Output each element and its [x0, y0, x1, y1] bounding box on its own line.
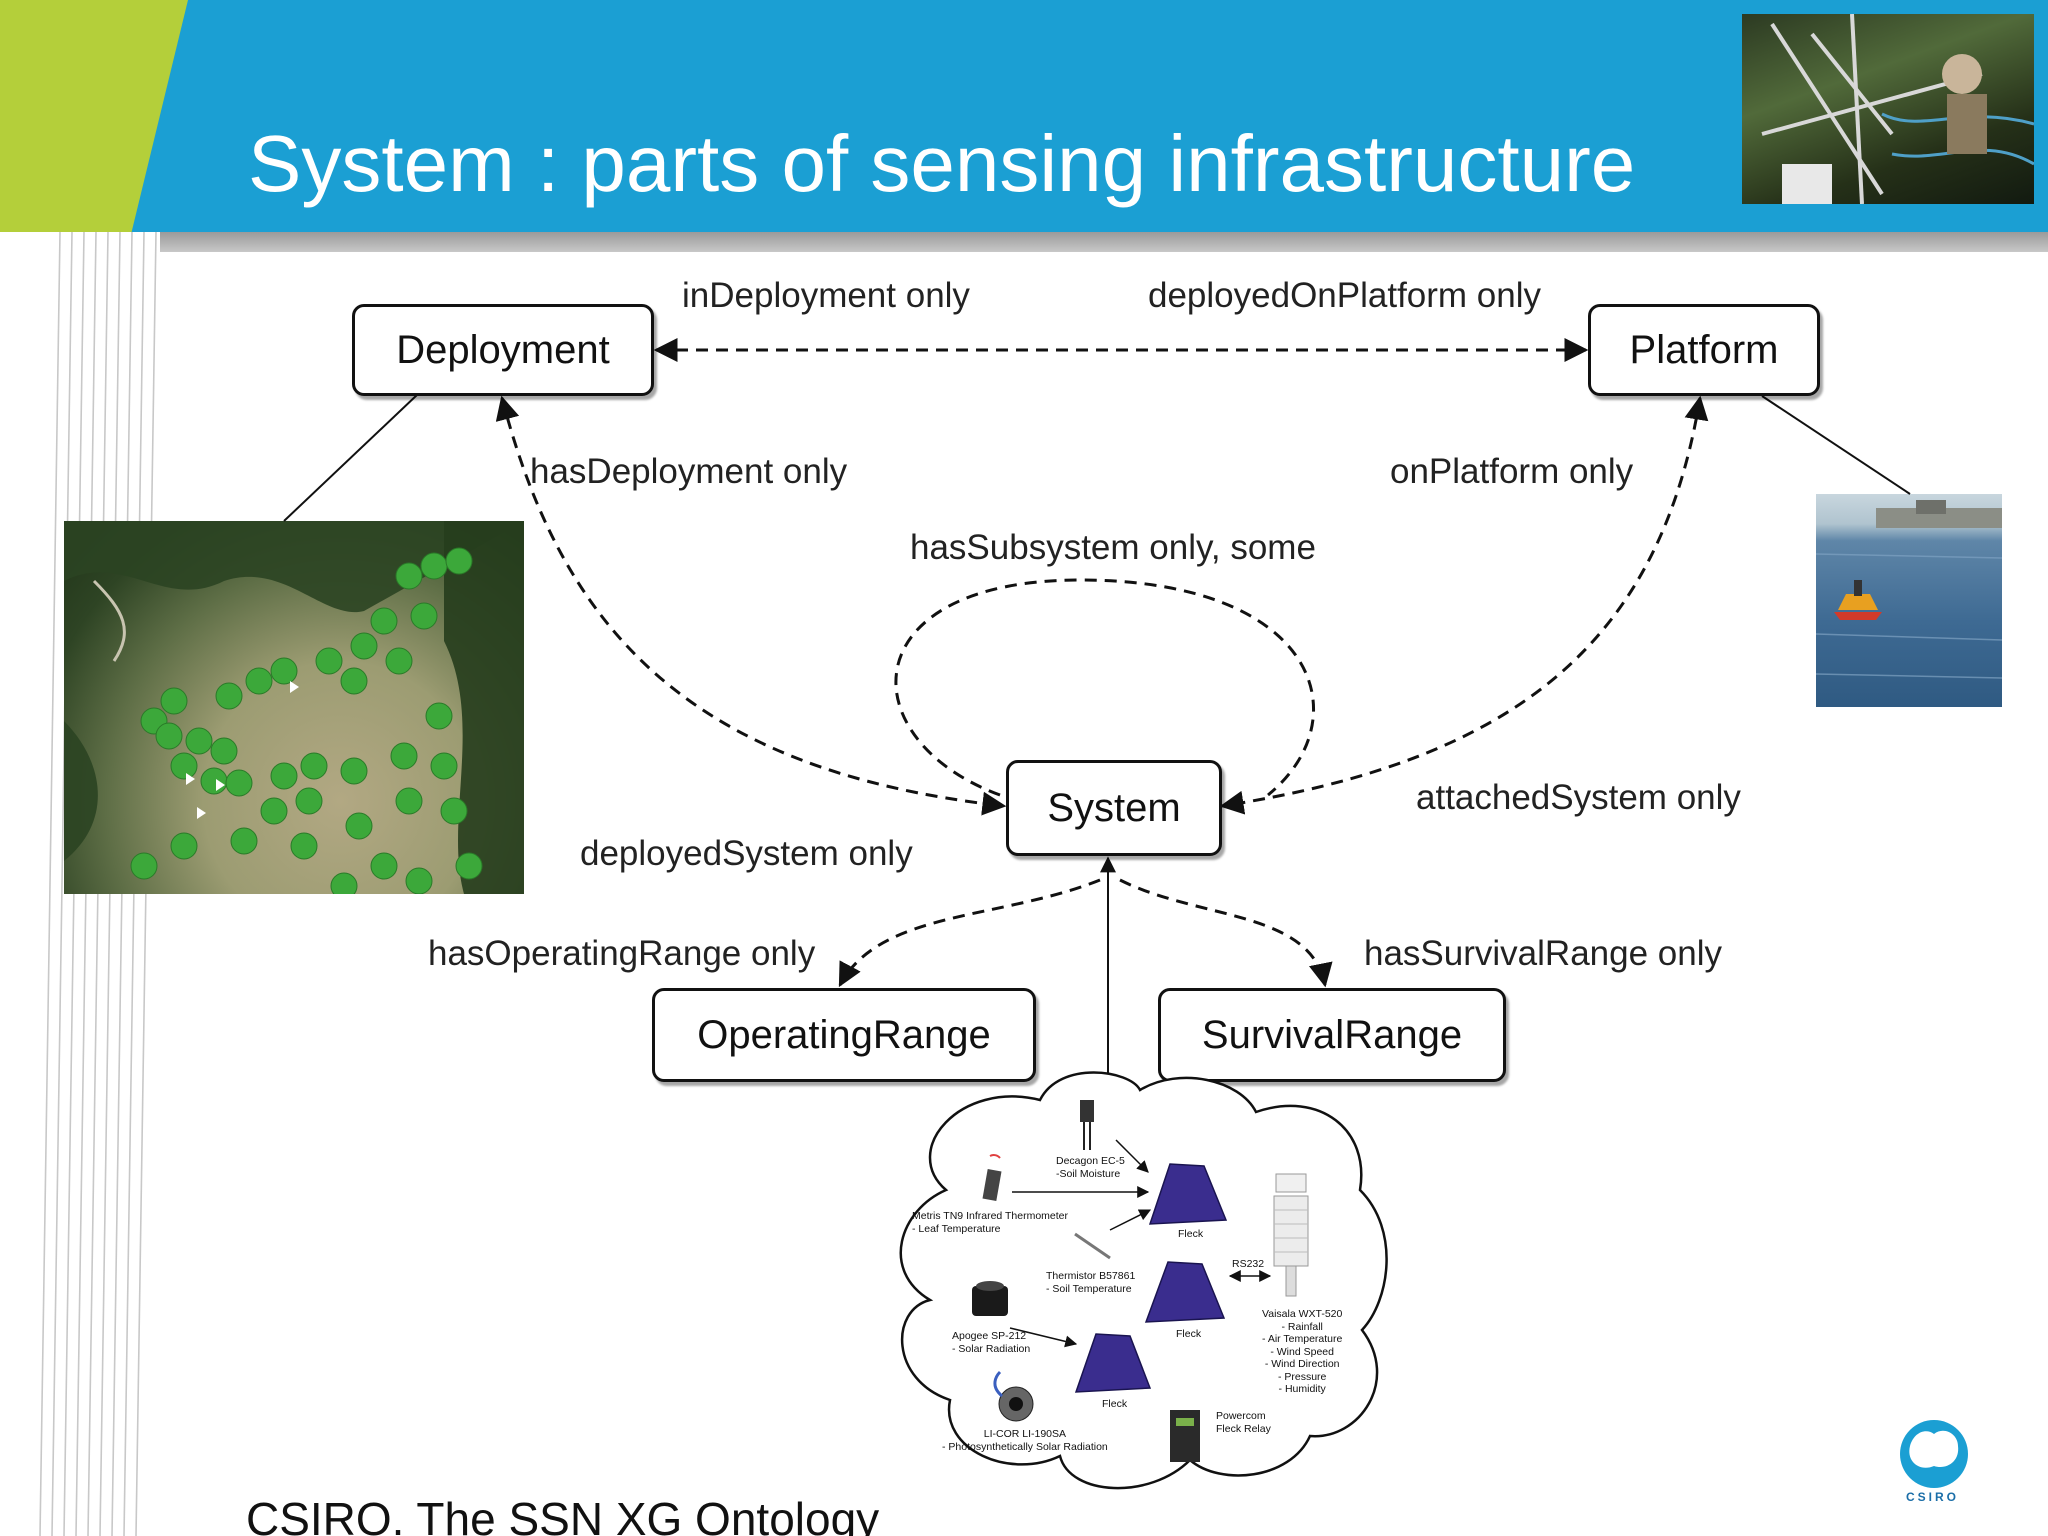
title-bar: [0, 0, 2048, 232]
fleck-label-2: Fleck: [1176, 1328, 1202, 1340]
decagon-label: Decagon EC-5-Soil Moisture: [1056, 1155, 1125, 1180]
soil-moisture-probe: [1080, 1100, 1094, 1150]
label-deployed-system: deployedSystem only: [580, 834, 913, 873]
buoy-platform-photo: [1816, 494, 2002, 707]
edge-on-platform: [1219, 395, 1709, 815]
label-in-deployment: inDeployment only: [682, 276, 970, 315]
weather-station: [1273, 1173, 1309, 1297]
csiro-logo-text: CSIRO: [1906, 1490, 1960, 1504]
metris-label: Metris TN9 Infrared Thermometer- Leaf Te…: [912, 1210, 1068, 1235]
fleck-node-3: [1074, 1333, 1152, 1393]
rs232-label: RS232: [1232, 1258, 1265, 1270]
fleck-node-2: [1144, 1261, 1226, 1323]
node-platform: Platform: [1588, 304, 1820, 396]
vaisala-label: Vaisala WXT-520- Rainfall- Air Temperatu…: [1262, 1308, 1343, 1395]
fleck-node-1: [1148, 1163, 1228, 1225]
node-survival-range: SurvivalRange: [1158, 988, 1506, 1082]
edge-operating-range: [838, 878, 1101, 988]
fleck-label-1: Fleck: [1178, 1228, 1204, 1240]
node-system: System: [1006, 760, 1222, 856]
fleck-label-3: Fleck: [1102, 1398, 1128, 1410]
thermistor-probe: [1074, 1232, 1111, 1260]
label-has-subsystem: hasSubsystem only, some: [910, 528, 1316, 567]
apogee-label: Apogee SP-212- Solar Radiation: [952, 1330, 1031, 1355]
thermistor-label: Thermistor B57861- Soil Temperature: [1046, 1270, 1136, 1295]
sensor-tower-drawing: [1761, 14, 2034, 204]
sensor-tower-photo: [1742, 14, 2034, 204]
header-shadow-band: [160, 232, 2048, 252]
platform-photo-link: [1761, 395, 1911, 495]
label-has-deployment: hasDeployment only: [530, 452, 848, 491]
infrared-thermometer: [982, 1154, 1002, 1201]
node-operating-range: OperatingRange: [652, 988, 1036, 1082]
licor-label: LI-COR LI-190SA- Photosynthetically Sola…: [942, 1428, 1108, 1453]
deployment-photo-link: [283, 393, 419, 522]
sensor-node-markers: [64, 521, 524, 894]
pyranometer: [972, 1281, 1008, 1316]
label-deployed-on-platform: deployedOnPlatform only: [1148, 276, 1541, 315]
label-has-operating-range: hasOperatingRange only: [428, 934, 816, 973]
label-attached-system: attachedSystem only: [1416, 778, 1741, 817]
slide-title: System : parts of sensing infrastructure: [248, 119, 1636, 208]
edge-has-deployment: [495, 395, 1007, 816]
node-deployment: Deployment: [352, 304, 654, 396]
footer-caption: CSIRO. The SSN XG Ontology: [246, 1493, 880, 1536]
edge-has-subsystem: [894, 578, 1315, 797]
label-has-survival-range: hasSurvivalRange only: [1364, 934, 1722, 973]
fleck-relay: [1170, 1410, 1200, 1462]
label-on-platform: onPlatform only: [1390, 452, 1634, 491]
buoy-drawing: [1816, 500, 2002, 679]
quantum-sensor: [993, 1370, 1034, 1422]
aerial-deployment-map: [64, 521, 524, 894]
